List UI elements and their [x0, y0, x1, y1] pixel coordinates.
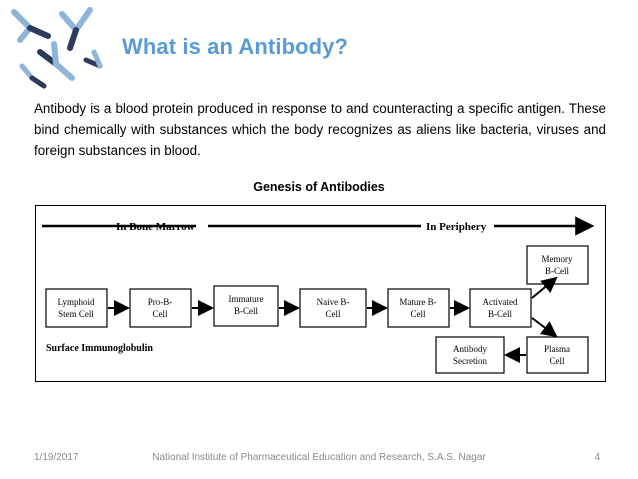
box-mature-line2: Cell	[411, 309, 426, 319]
box-prob-line2: Cell	[153, 309, 168, 319]
stage-bone-marrow-label: In Bone Marrow	[116, 221, 195, 233]
footer-organization: National Institute of Pharmaceutical Edu…	[152, 452, 486, 463]
stage-periphery-label: In Periphery	[426, 221, 487, 233]
box-plasma-line2: Cell	[550, 356, 565, 366]
box-naive-b-cell	[299, 288, 367, 328]
box-lymphoid-line1: Lymphoid	[57, 297, 95, 307]
box-naive-line2: Cell	[326, 309, 341, 319]
box-secretion-line2: Secretion	[453, 356, 487, 366]
box-immature-line1: Immature	[229, 294, 264, 304]
antibody-logo-icon	[11, 7, 103, 89]
box-antibody-secretion	[435, 336, 505, 374]
genesis-diagram: In Bone Marrow In Periphery Lymphoid Ste…	[35, 205, 606, 382]
box-activated-line2: B-Cell	[488, 309, 512, 319]
box-lymphoid-line2: Stem Cell	[58, 309, 94, 319]
box-activated-b-cell	[469, 288, 532, 328]
box-mature-b-cell	[387, 288, 450, 328]
box-pro-b-cell	[129, 288, 192, 328]
footer-date: 1/19/2017	[34, 452, 79, 463]
slide-title: What is an Antibody?	[122, 34, 349, 59]
box-mature-line1: Mature B-	[399, 297, 436, 307]
box-immature-b-cell	[213, 285, 279, 327]
box-plasma-line1: Plasma	[544, 344, 570, 354]
diagram-heading: Genesis of Antibodies	[253, 180, 385, 194]
box-plasma-cell	[526, 336, 589, 374]
body-paragraph: Antibody is a blood protein produced in …	[34, 101, 606, 158]
box-lymphoid-stem-cell	[45, 288, 108, 328]
box-immature-line2: B-Cell	[234, 306, 258, 316]
footer-page-number: 4	[594, 452, 600, 463]
arrow-activated-to-plasma	[531, 317, 558, 338]
surface-immunoglobulin-label: Surface Immunoglobulin	[46, 343, 153, 354]
box-memory-b-cell	[526, 245, 589, 285]
arrow-activated-to-memory	[531, 276, 558, 299]
box-naive-line1: Naive B-	[317, 297, 350, 307]
box-secretion-line1: Antibody	[453, 344, 488, 354]
box-prob-line1: Pro-B-	[148, 297, 173, 307]
box-activated-line1: Activated	[483, 297, 518, 307]
box-memory-line2: B-Cell	[545, 266, 569, 276]
box-memory-line1: Memory	[542, 254, 573, 264]
genesis-diagram-canvas: In Bone Marrow In Periphery Lymphoid Ste…	[42, 216, 595, 374]
